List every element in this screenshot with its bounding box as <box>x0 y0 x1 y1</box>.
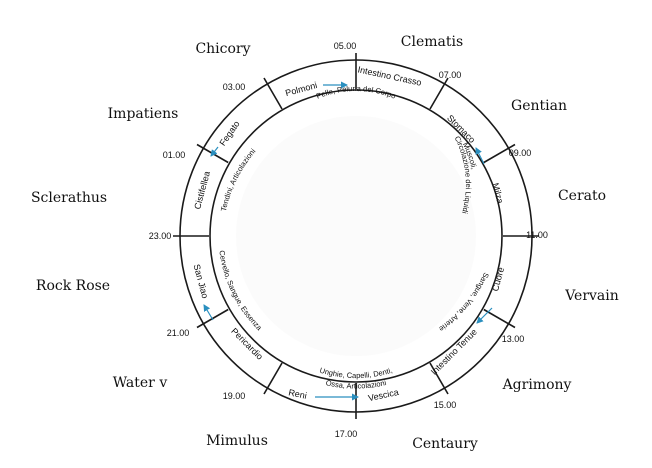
arrow-milza-to-stomaco <box>475 147 485 165</box>
flower-labels: Clematis Gentian Cerato Vervain Agrimony… <box>31 34 619 452</box>
divider-15 <box>429 362 449 395</box>
tissue-bottom-line2: Ossa, Articolazioni <box>325 378 387 391</box>
inner-ring <box>209 89 503 383</box>
flower-vervain: Vervain <box>564 288 619 304</box>
arrow-pericardio-to-san-jiao <box>203 304 214 321</box>
time-01: 01.00 <box>163 150 186 160</box>
flower-water-v: Water v <box>113 375 168 391</box>
divider-09 <box>483 143 516 164</box>
faded-center-disc <box>236 116 476 356</box>
time-21: 21.00 <box>167 328 190 338</box>
organ-pericardio: Pericardio <box>229 326 265 362</box>
organ-cuore: Cuore <box>490 266 506 292</box>
time-09: 09.00 <box>509 148 532 158</box>
flower-sclerathus: Sclerathus <box>31 190 107 206</box>
flower-chicory: Chicory <box>195 41 250 57</box>
time-07: 07.00 <box>439 70 462 80</box>
time-03: 03.00 <box>223 82 246 92</box>
time-19: 19.00 <box>223 391 246 401</box>
flower-clematis: Clematis <box>401 34 463 50</box>
organ-reni: Reni <box>288 387 308 401</box>
flower-centaury: Centaury <box>412 436 478 452</box>
time-labels: 05.00 07.00 09.00 11.00 13.00 15.00 17.0… <box>149 41 548 439</box>
tissue-bottom-line1: Unghie, Capelli, Denti, <box>319 366 394 380</box>
flower-agrimony: Agrimony <box>502 377 572 393</box>
flower-impatiens: Impatiens <box>108 106 179 122</box>
divider-07 <box>429 77 449 110</box>
arrow-cuore-to-intestino-tenue <box>476 307 493 324</box>
flow-arrows <box>203 81 493 401</box>
divider-03 <box>263 77 283 110</box>
time-11: 11.00 <box>526 230 548 240</box>
time-15: 15.00 <box>434 400 457 410</box>
flower-cerato: Cerato <box>558 188 606 204</box>
organ-polmoni: Polmoni <box>284 80 318 98</box>
tissue-top: Pelle, Peluria del Corpo <box>315 84 397 101</box>
time-23: 23.00 <box>149 231 172 241</box>
organ-intestino-crasso: Intestino Crasso <box>357 64 423 87</box>
arrow-fegato-to-cistifellea <box>210 146 219 157</box>
organ-milza: Milza <box>490 182 505 205</box>
time-17: 17.00 <box>335 429 358 439</box>
flower-gentian: Gentian <box>511 98 567 114</box>
divider-19 <box>263 362 283 395</box>
organ-san-jiao: San Jiao <box>192 263 211 299</box>
divider-13 <box>483 308 516 329</box>
organ-cistifellea: Cistifellea <box>192 170 212 210</box>
time-13: 13.00 <box>502 334 525 344</box>
flower-rock-rose: Rock Rose <box>36 278 110 294</box>
time-05: 05.00 <box>334 41 357 51</box>
flower-mimulus: Mimulus <box>206 433 268 449</box>
